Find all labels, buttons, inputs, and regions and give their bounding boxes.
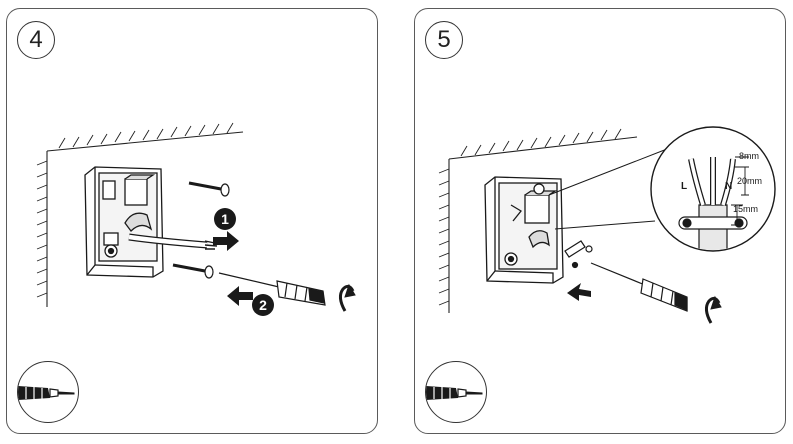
live-label: L xyxy=(681,181,687,192)
screwdriver xyxy=(218,272,326,306)
step-number: 5 xyxy=(425,21,463,59)
wall xyxy=(438,128,638,313)
arrow-right-icon xyxy=(213,231,239,251)
strip-length-15mm: 15mm xyxy=(733,204,758,214)
step-number: 4 xyxy=(17,21,55,59)
screw-top xyxy=(188,181,230,197)
screwdriver-tool-badge xyxy=(425,361,487,423)
screwdriver-icon xyxy=(426,386,483,400)
step-5-illustration: L N 8mm 20mm 15mm xyxy=(438,126,776,324)
screwdriver-icon xyxy=(18,386,75,400)
rotate-arrow-icon xyxy=(338,283,356,312)
arrow-left-icon xyxy=(567,283,591,301)
rotate-arrow-icon xyxy=(704,295,722,324)
cable-clamp xyxy=(564,240,593,269)
step-4-illustration: 1 2 xyxy=(36,122,356,316)
detail-leader-lines xyxy=(548,148,668,230)
screwdriver-tool-badge xyxy=(17,361,79,423)
arrow-left-icon xyxy=(227,286,253,306)
svg-text:2: 2 xyxy=(259,297,267,313)
screw-bottom xyxy=(172,263,214,279)
cable xyxy=(128,233,218,250)
strip-length-8mm: 8mm xyxy=(739,151,759,161)
svg-text:1: 1 xyxy=(221,211,229,227)
wire-strip-detail: L N 8mm 20mm 15mm xyxy=(650,126,776,252)
callout-1: 1 xyxy=(214,208,236,230)
screwdriver xyxy=(590,262,688,312)
wall-box xyxy=(84,166,164,278)
wall xyxy=(36,122,244,307)
wall-box xyxy=(484,176,564,284)
strip-length-20mm: 20mm xyxy=(737,176,762,186)
neutral-label: N xyxy=(725,181,732,192)
step-5-panel: 5 xyxy=(414,8,786,434)
callout-2: 2 xyxy=(252,294,274,316)
step-4-panel: 4 xyxy=(6,8,378,434)
